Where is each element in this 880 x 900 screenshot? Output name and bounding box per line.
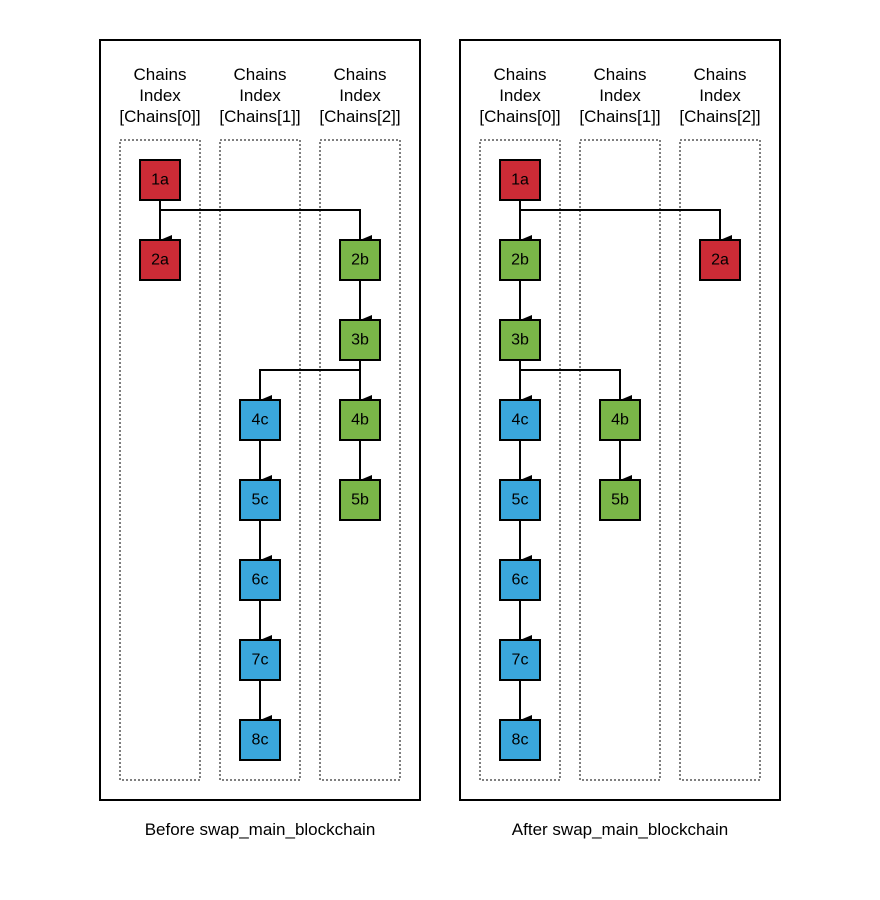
block-label: 3b (511, 332, 529, 349)
column-header-2-line3: [Chains[2]] (679, 107, 760, 126)
chain-column-2 (679, 139, 761, 781)
chain-column-0 (119, 139, 201, 781)
chain-column-0 (479, 139, 561, 781)
column-header-0-line1: Chains (134, 65, 187, 84)
block-2b: 2b (499, 239, 541, 281)
column-headers: Chains Index [Chains[0]] Chains Index [C… (119, 65, 400, 126)
column-header-2-line1: Chains (334, 65, 387, 84)
block-label: 1a (511, 172, 529, 189)
block-5b: 5b (599, 479, 641, 521)
block-label: 1a (151, 172, 169, 189)
column-header-1-line3: [Chains[1]] (219, 107, 300, 126)
column-headers: Chains Index [Chains[0]] Chains Index [C… (479, 65, 760, 126)
column-header-0-line2: Index (499, 86, 541, 105)
block-label: 4c (512, 412, 529, 429)
block-label: 2a (711, 252, 729, 269)
block-label: 6c (512, 572, 529, 589)
block-label: 2b (511, 252, 529, 269)
block-1a: 1a (499, 159, 541, 201)
block-4c: 4c (499, 399, 541, 441)
panel-before-graph: 1a 2a 2b 3b 4b 5b 4c 5c 6c 7c 8c (119, 139, 401, 781)
caption-before: Before swap_main_blockchain (145, 820, 376, 839)
block-7c: 7c (499, 639, 541, 681)
block-5c: 5c (499, 479, 541, 521)
column-header-2-line1: Chains (694, 65, 747, 84)
block-5b: 5b (339, 479, 381, 521)
column-header-1-line2: Index (599, 86, 641, 105)
block-label: 7c (512, 652, 529, 669)
block-6c: 6c (239, 559, 281, 601)
block-label: 2b (351, 252, 369, 269)
column-header-0-line2: Index (139, 86, 181, 105)
block-1a: 1a (139, 159, 181, 201)
block-2a: 2a (139, 239, 181, 281)
column-header-0-line1: Chains (494, 65, 547, 84)
block-2a: 2a (699, 239, 741, 281)
chain-column-1 (219, 139, 301, 781)
block-2b: 2b (339, 239, 381, 281)
column-header-2-line3: [Chains[2]] (319, 107, 400, 126)
panel-after: Chains Index [Chains[0]] Chains Index [C… (459, 39, 781, 839)
block-label: 4b (611, 412, 629, 429)
block-label: 4b (351, 412, 369, 429)
edge-3b-4b (519, 360, 632, 405)
column-header-1-line3: [Chains[1]] (579, 107, 660, 126)
block-8c: 8c (239, 719, 281, 761)
block-label: 5b (351, 492, 369, 509)
block-5c: 5c (239, 479, 281, 521)
panel-before: Chains Index [Chains[0]] Chains Index [C… (99, 39, 421, 839)
block-label: 6c (252, 572, 269, 589)
block-7c: 7c (239, 639, 281, 681)
column-header-0-line3: [Chains[0]] (119, 107, 200, 126)
column-header-1-line1: Chains (234, 65, 287, 84)
column-header-1-line2: Index (239, 86, 281, 105)
block-4c: 4c (239, 399, 281, 441)
block-label: 5c (512, 492, 529, 509)
block-label: 5c (252, 492, 269, 509)
block-label: 4c (252, 412, 269, 429)
edge-1a-2a (519, 200, 732, 245)
panel-after-graph: 1a 2b 3b 4c 5c 6c 7c 8c 4b 5b 2a (479, 139, 761, 781)
column-header-2-line2: Index (699, 86, 741, 105)
block-label: 2a (151, 252, 169, 269)
column-header-1-line1: Chains (594, 65, 647, 84)
block-label: 8c (512, 732, 529, 749)
edge-1a-2b (159, 200, 372, 245)
caption-after: After swap_main_blockchain (512, 820, 728, 839)
column-header-2-line2: Index (339, 86, 381, 105)
column-header-0-line3: [Chains[0]] (479, 107, 560, 126)
chain-column-1 (579, 139, 661, 781)
chain-column-2 (319, 139, 401, 781)
block-3b: 3b (499, 319, 541, 361)
block-8c: 8c (499, 719, 541, 761)
block-6c: 6c (499, 559, 541, 601)
block-4b: 4b (339, 399, 381, 441)
block-label: 5b (611, 492, 629, 509)
block-4b: 4b (599, 399, 641, 441)
block-label: 3b (351, 332, 369, 349)
block-label: 7c (252, 652, 269, 669)
block-3b: 3b (339, 319, 381, 361)
block-label: 8c (252, 732, 269, 749)
edge-3b-4c (259, 360, 361, 405)
